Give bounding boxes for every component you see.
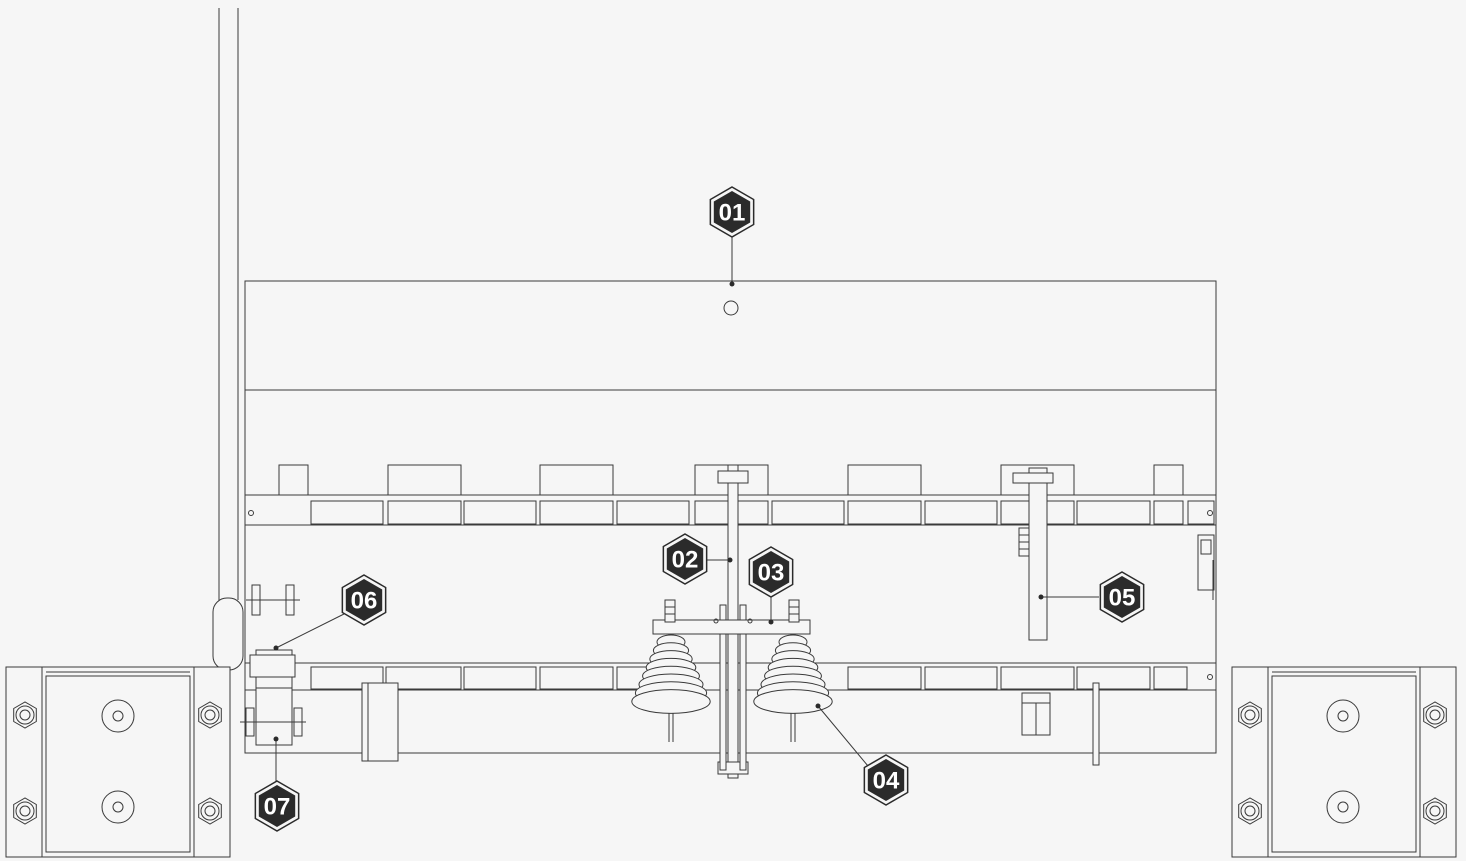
rail-tab xyxy=(387,464,462,495)
rail-tab xyxy=(1000,464,1075,495)
rail-segment xyxy=(847,666,922,690)
spring-coil xyxy=(631,689,711,714)
callout-label: 03 xyxy=(758,560,785,587)
rail-tab xyxy=(1153,464,1184,495)
callout-04: 04 xyxy=(863,754,909,806)
rail-segment xyxy=(924,500,998,525)
spring-left xyxy=(631,634,711,742)
rail-segment xyxy=(463,500,537,525)
callout-label: 04 xyxy=(873,768,900,795)
callout-badge-fill xyxy=(713,191,751,233)
callout-badge-fill xyxy=(1103,576,1141,618)
callout-badge-fill xyxy=(867,759,905,801)
rail-segment xyxy=(1187,500,1215,525)
rail-segment xyxy=(310,666,384,690)
hex-nut-ring xyxy=(1240,705,1260,725)
hex-nut-hole xyxy=(1429,709,1441,721)
callout-badge-fill xyxy=(345,579,383,621)
left-end-cap xyxy=(361,682,399,762)
rail-segment xyxy=(1076,666,1151,690)
callout-03: 03 xyxy=(748,546,794,598)
hex-nut-ring xyxy=(15,705,35,725)
hinge-assembly xyxy=(212,584,306,746)
callout-label: 07 xyxy=(264,794,291,821)
rail-segment xyxy=(1153,666,1188,690)
hex-nut-hole xyxy=(19,805,31,817)
rail-tab xyxy=(847,464,922,495)
hex-nut-ring xyxy=(200,705,220,725)
callout-07: 07 xyxy=(254,780,300,832)
rail-tab xyxy=(539,464,614,495)
spring-coil xyxy=(753,689,833,714)
callout-06: 06 xyxy=(341,574,387,626)
callout-label: 01 xyxy=(719,200,746,227)
hex-nut-hole xyxy=(204,709,216,721)
rail-segment xyxy=(771,500,845,525)
spring-right xyxy=(753,634,833,742)
rail-segment xyxy=(847,500,922,525)
rail-segment xyxy=(310,500,384,525)
hex-nut-ring xyxy=(1240,801,1260,821)
rail-segment xyxy=(539,666,614,690)
callout-05: 05 xyxy=(1099,571,1145,623)
hex-nut-hole xyxy=(1429,805,1441,817)
callout-02: 02 xyxy=(662,533,708,585)
leader-lines xyxy=(273,234,1099,783)
rail-segment xyxy=(1153,500,1184,525)
callout-badge-fill xyxy=(258,785,296,827)
rail-segment xyxy=(385,666,462,690)
hex-nut-ring xyxy=(15,801,35,821)
callout-01: 01 xyxy=(709,186,755,238)
hex-nut-ring xyxy=(200,801,220,821)
rail-segment xyxy=(616,500,690,525)
rail-tab xyxy=(278,464,309,495)
right-fittings xyxy=(1021,534,1215,766)
rail-segment xyxy=(924,666,998,690)
right-mounting-block xyxy=(1231,666,1457,858)
hex-nut-ring xyxy=(1425,705,1445,725)
rail-segment xyxy=(539,500,614,525)
rail-segment xyxy=(1076,500,1151,525)
hex-nut-hole xyxy=(1244,709,1256,721)
hex-nut-hole xyxy=(1244,805,1256,817)
hex-nut-hole xyxy=(19,709,31,721)
hex-nut-ring xyxy=(1425,801,1445,821)
callout-badge-fill xyxy=(752,551,790,593)
callout-label: 06 xyxy=(351,588,378,615)
rail-segment xyxy=(1000,666,1075,690)
vertical-pipe xyxy=(218,8,239,600)
left-mounting-block xyxy=(5,666,231,858)
hex-nut-hole xyxy=(204,805,216,817)
rail-segment xyxy=(387,500,462,525)
callout-label: 05 xyxy=(1109,585,1136,612)
callout-badge-fill xyxy=(666,538,704,580)
callout-label: 02 xyxy=(672,547,699,574)
rail-segment xyxy=(463,666,537,690)
